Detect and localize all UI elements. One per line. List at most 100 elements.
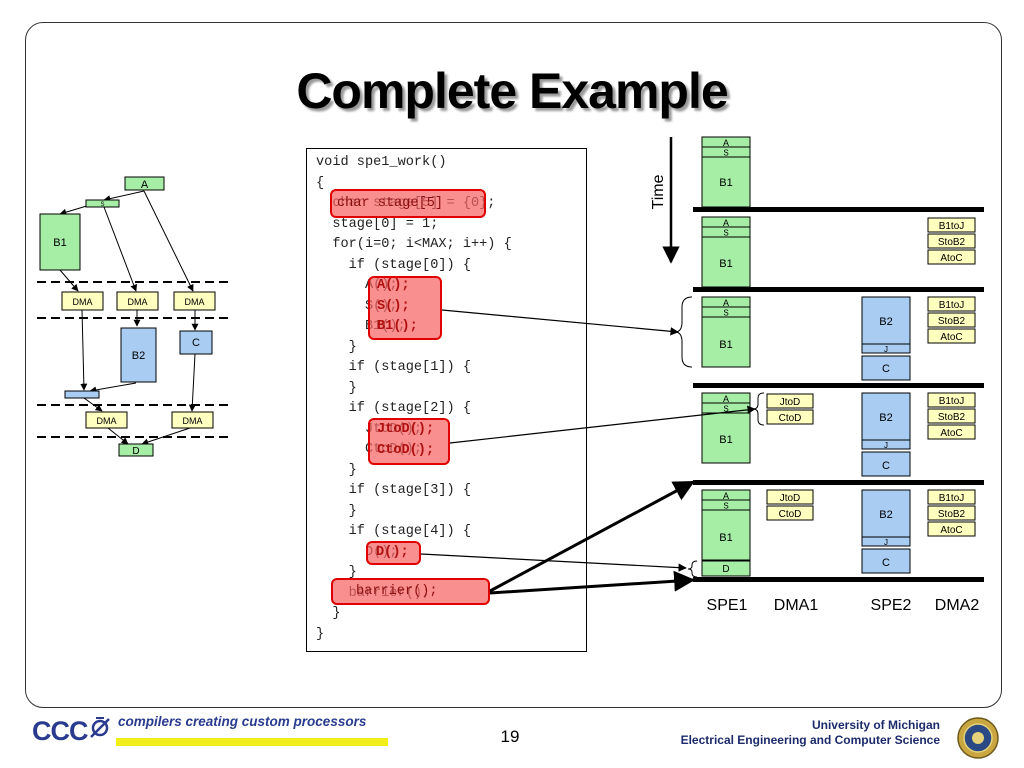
svg-text:StoB2: StoB2 <box>938 316 966 327</box>
highlight-stage2-block <box>368 418 450 465</box>
code-line: if (stage[4]) { <box>316 524 471 539</box>
svg-text:J: J <box>884 345 888 354</box>
dfg-node-d: D <box>118 443 154 457</box>
svg-text:B2: B2 <box>879 412 892 424</box>
dfg-node-b2: B2 <box>120 327 157 383</box>
svg-text:AtoC: AtoC <box>940 253 962 264</box>
svg-text:A: A <box>723 491 729 501</box>
svg-text:B1toJ: B1toJ <box>939 300 965 311</box>
tagline-underline-bar <box>116 738 388 746</box>
svg-text:A: A <box>723 298 729 308</box>
time-label: Time <box>650 174 667 209</box>
code-to-timeline-arrows <box>420 309 756 595</box>
ccc-logo-icon <box>90 717 110 738</box>
column-headings: SPE1 DMA1 SPE2 DMA2 <box>707 597 980 614</box>
university-name: University of Michigan <box>811 718 940 732</box>
column-dma2: DMA2 <box>935 597 980 614</box>
column-spe2: SPE2 <box>871 597 912 614</box>
svg-text:B1: B1 <box>719 532 732 544</box>
dfg-dma-3: DMA <box>173 291 216 311</box>
code-line: if (stage[0]) { <box>316 257 471 273</box>
dfg-node-s: S <box>85 199 120 208</box>
highlight-stage4-block <box>366 541 421 565</box>
svg-text:C: C <box>882 460 890 472</box>
highlight-barrier <box>331 578 490 605</box>
svg-text:B1: B1 <box>53 237 66 249</box>
svg-text:StoB2: StoB2 <box>938 412 966 423</box>
code-line: } <box>316 462 357 478</box>
timeline-row-2: A S B1 B1toJ StoB2 AtoC <box>701 216 976 288</box>
timeline-row-3: A S B1 B2 J C B1toJ StoB2 AtoC <box>701 296 976 381</box>
svg-text:AtoC: AtoC <box>940 332 962 343</box>
svg-text:DMA: DMA <box>97 416 117 426</box>
dfg-dma-1: DMA <box>61 291 104 311</box>
svg-text:A: A <box>723 218 729 228</box>
svg-text:A: A <box>723 138 729 148</box>
svg-text:AtoC: AtoC <box>940 428 962 439</box>
svg-text:StoB2: StoB2 <box>938 509 966 520</box>
stage0-block-text: A(); S(); B1(); <box>377 278 418 334</box>
dataflow-graph <box>37 190 232 446</box>
svg-text:S: S <box>723 149 728 158</box>
code-line: if (stage[2]) { <box>316 401 471 416</box>
svg-text:B1: B1 <box>719 258 732 270</box>
code-line: for(i=0; i<MAX; i++) { <box>316 237 512 252</box>
department-name: Electrical Engineering and Computer Scie… <box>680 733 940 747</box>
footer-university: University of Michigan Electrical Engine… <box>681 718 940 748</box>
svg-text:B1: B1 <box>719 339 732 351</box>
svg-text:B1: B1 <box>719 434 732 446</box>
svg-text:JtoD: JtoD <box>780 397 801 408</box>
svg-text:DMA: DMA <box>183 416 203 426</box>
svg-text:StoB2: StoB2 <box>938 237 966 248</box>
svg-text:B1: B1 <box>719 177 732 189</box>
dfg-dma-4: DMA <box>85 411 128 429</box>
svg-text:B1toJ: B1toJ <box>939 493 965 504</box>
code-line: } <box>316 339 357 355</box>
svg-text:C: C <box>882 557 890 569</box>
timeline-row-1: A S B1 <box>701 136 751 208</box>
dfg-dma-5: DMA <box>171 411 214 429</box>
svg-text:JtoD: JtoD <box>780 493 801 504</box>
svg-text:B2: B2 <box>132 350 145 362</box>
svg-text:B2: B2 <box>879 316 892 328</box>
svg-text:DMA: DMA <box>128 297 148 307</box>
svg-text:S: S <box>723 309 728 318</box>
barrier-text: barrier(); <box>356 584 438 599</box>
code-line: } <box>316 503 357 519</box>
code-panel <box>306 148 587 652</box>
slide-title: Complete Example <box>296 63 728 119</box>
svg-text:C: C <box>882 363 890 375</box>
svg-text:S: S <box>723 502 728 511</box>
svg-text:C: C <box>192 337 200 349</box>
code-line: } <box>316 606 341 621</box>
svg-text:CtoD: CtoD <box>779 509 802 520</box>
time-axis: Time <box>650 137 680 264</box>
code-line: } <box>316 565 357 580</box>
svg-text:S: S <box>723 405 728 414</box>
svg-text:J: J <box>884 538 888 547</box>
highlight-char-stage <box>330 189 486 218</box>
column-dma1: DMA1 <box>774 597 819 614</box>
code-line: stage[0] = 1; <box>316 216 439 232</box>
svg-text:AtoC: AtoC <box>940 525 962 536</box>
page-number: 19 <box>500 727 520 746</box>
university-seal-icon <box>957 717 999 759</box>
svg-text:S: S <box>100 202 104 208</box>
dfg-dma-2: DMA <box>116 291 159 311</box>
svg-text:DMA: DMA <box>73 297 93 307</box>
column-spe1: SPE1 <box>707 597 748 614</box>
dfg-node-a: A <box>124 176 165 191</box>
svg-text:B1toJ: B1toJ <box>939 221 965 232</box>
footer-tagline: compilers creating custom processors <box>118 714 367 729</box>
timeline-row-4: A S B1 JtoD CtoD B2 J C B1toJ StoB2 AtoC <box>701 392 976 477</box>
dfg-node-b1: B1 <box>39 213 81 271</box>
svg-text:S: S <box>723 229 728 238</box>
code-line: { <box>316 175 325 191</box>
svg-text:A: A <box>723 394 729 404</box>
stage4-block-text: D(); <box>376 545 409 560</box>
svg-text:D: D <box>722 564 729 575</box>
char-stage-text: char stage[5] <box>337 196 444 211</box>
timeline-row-5: A S B1 D JtoD CtoD B2 J C B1toJ StoB2 At… <box>701 489 976 577</box>
